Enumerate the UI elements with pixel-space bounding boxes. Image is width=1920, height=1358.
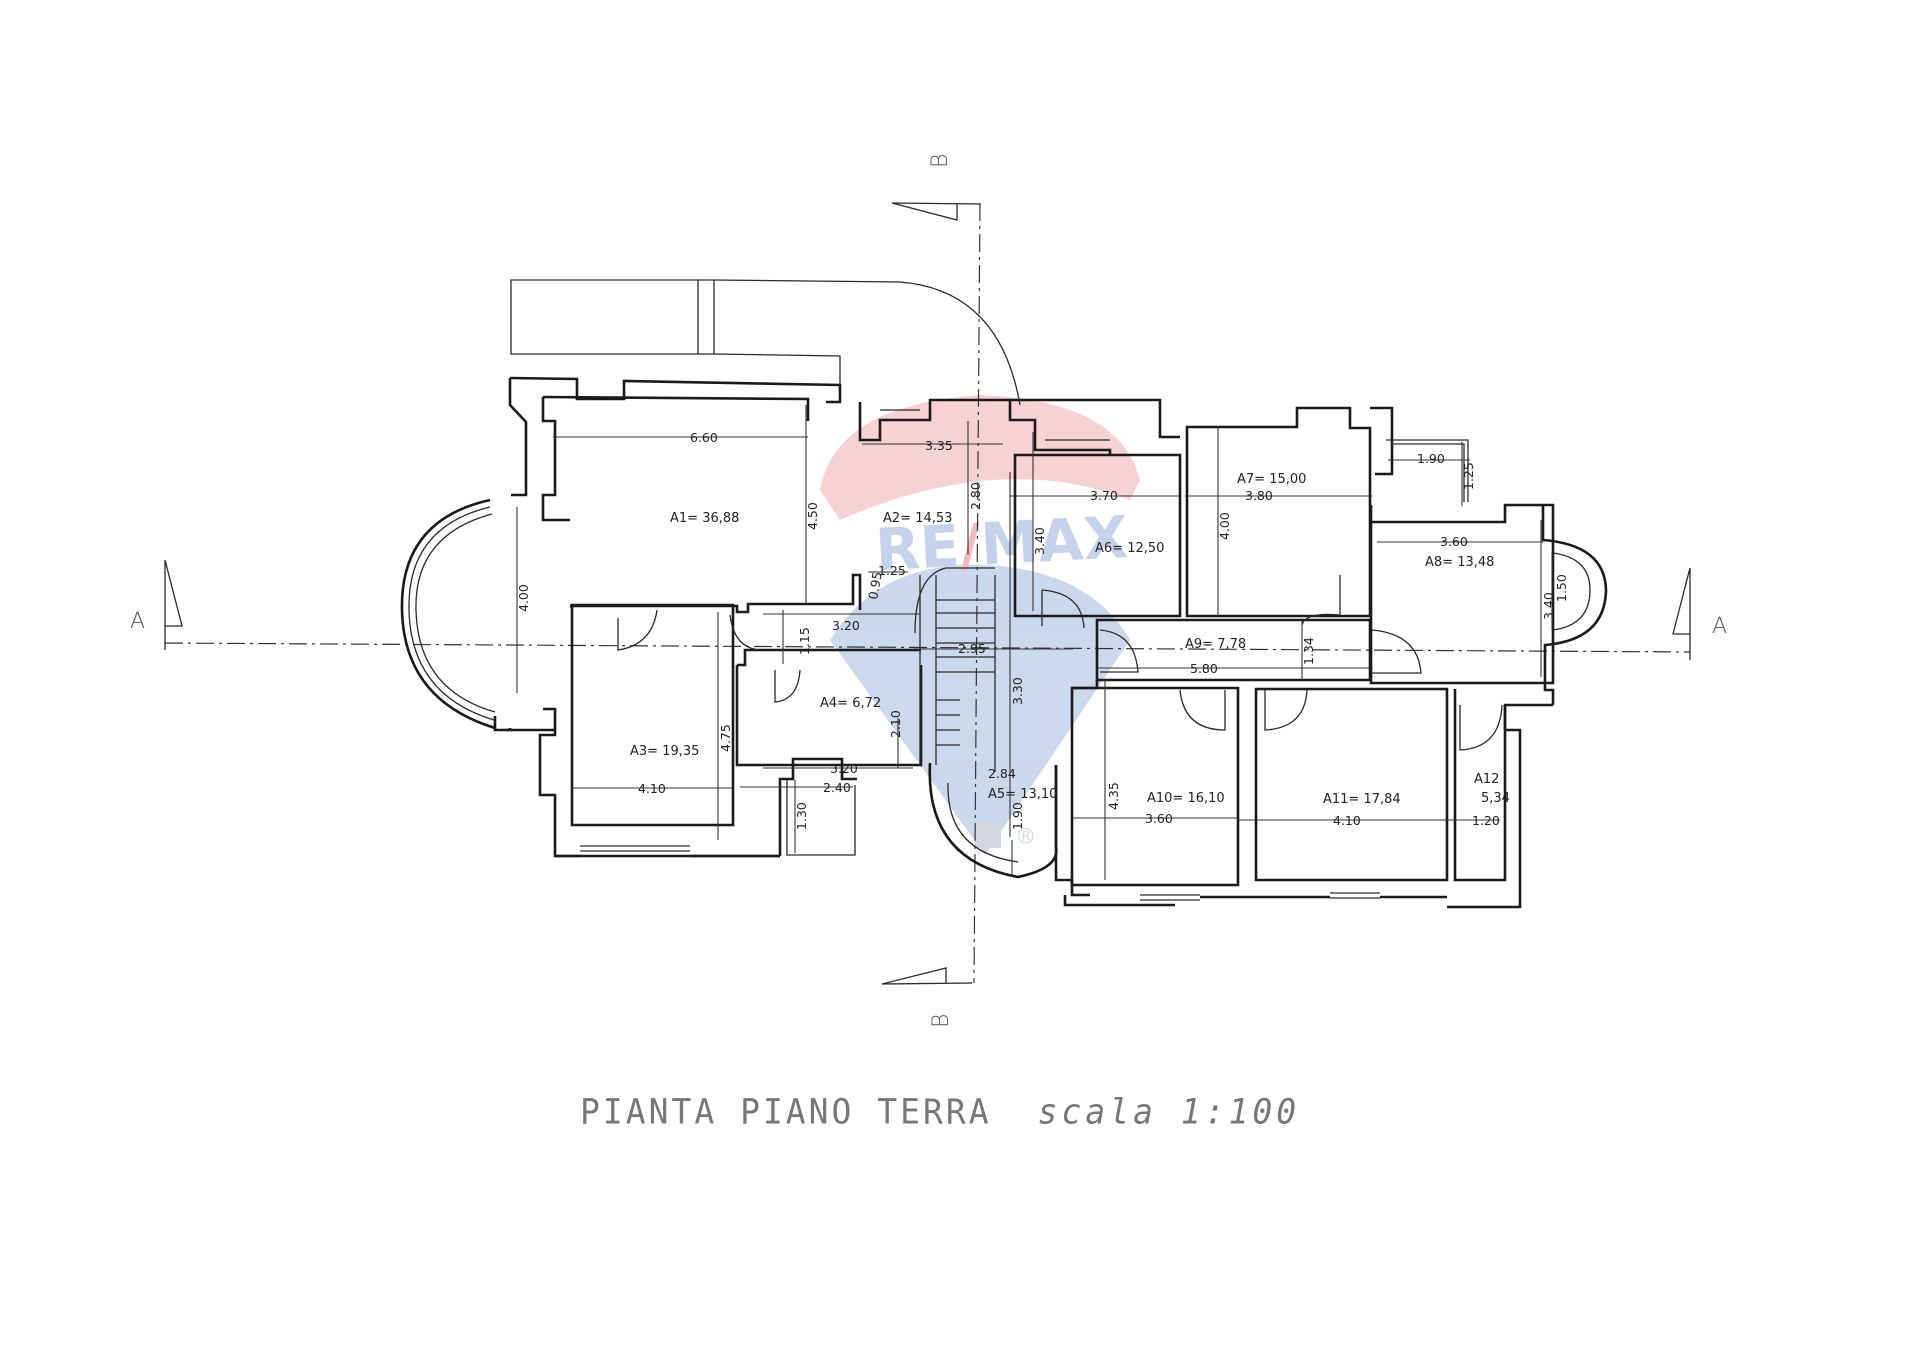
dim-balcony-tr-depth: 1.25 [1461,462,1476,490]
section-a-left-label: A [130,609,145,634]
section-line-a [164,642,1691,653]
dim-a5-depth: 1.90 [1010,802,1025,830]
room-a10-label: A10= 16,10 [1147,791,1225,806]
remax-logo-text: RE/MAX [874,503,1130,584]
dim-a9-width: 5.80 [1190,661,1218,676]
dim-balcony-tr-width: 1.90 [1417,451,1445,466]
dimension-values: 6.60 4.50 4.00 3.35 2.80 1.25 0.95 3.20 … [516,430,1569,830]
dim-corridor-depth: 1.15 [797,627,812,655]
dim-a11-width: 4.10 [1333,813,1361,828]
section-b-bottom-arrow [881,967,973,985]
dim-a7-depth: 4.00 [1217,512,1232,540]
room-a9-label: A9= 7,78 [1185,637,1246,652]
dim-a2-small: 0.95 [865,570,885,600]
dim-a6-depth: 3.40 [1032,527,1047,555]
registered-mark: ® [1018,822,1034,852]
dim-a2-width: 3.35 [925,438,953,453]
room-a1-label: A1= 36,88 [670,511,739,526]
dim-corridor-width: 3.20 [832,618,860,633]
dim-a2-step: 1.25 [878,563,906,578]
room-a11-label: A11= 17,84 [1323,792,1401,807]
room-labels: A1= 36,88 A2= 14,53 A3= 19,35 A4= 6,72 A… [630,472,1510,807]
room-a5-label: A5= 13,10 [988,787,1057,802]
dim-a2-depth: 2.80 [968,482,983,510]
dim-a5-width: 2.84 [988,766,1016,781]
room-a7-label: A7= 15,00 [1237,472,1306,487]
drawing-title-text: PIANTA PIANO TERRA [580,1091,992,1132]
section-b-bottom-label: B [929,1014,954,1028]
dim-hall-depth: 3.30 [1010,677,1025,705]
dim-a6-width: 3.70 [1090,488,1118,503]
dim-a10-width: 3.60 [1145,811,1173,826]
section-line-b [973,202,981,984]
room-a12-label: A12 [1474,772,1499,787]
terrace-outline [510,279,1021,406]
dim-a10-depth: 4.35 [1106,782,1121,810]
drawing-title: PIANTA PIANO TERRA scala 1:100 [580,1091,1328,1132]
exterior-walls [400,376,1608,909]
dim-a1-depth: 4.50 [805,502,820,530]
room-a4-label: A4= 6,72 [820,696,881,711]
section-b-top-label: B [928,154,953,168]
dim-a7-width: 3.80 [1245,488,1273,503]
dim-balcony-bl-depth: 1.30 [794,802,809,830]
dim-a9-depth: 1.34 [1301,637,1316,665]
balloon-blue-bottom [830,564,1130,855]
dim-a8-depth: 3.40 [1541,592,1556,620]
dim-a3-depth: 4.75 [718,724,733,752]
room-a12-area: 5,34 [1481,791,1510,806]
room-a2-label: A2= 14,53 [883,511,952,526]
section-a-right-label: A [1712,614,1727,639]
section-lines [164,202,1691,985]
dim-hall-width: 2.95 [958,641,986,656]
dim-balcony-bl-width: 2.40 [823,780,851,795]
dim-a1-bay: 4.00 [516,584,531,612]
dimension-lines [516,405,1553,880]
door-swings [617,575,1503,751]
balloon-red-top [820,395,1140,520]
dim-a4-depth: 2.10 [888,710,903,738]
section-a-right-arrow [1672,567,1691,660]
balloon-basket [975,822,1001,848]
dim-a4-width: 3.20 [830,761,858,776]
room-a6-label: A6= 12,50 [1095,541,1164,556]
dim-a3-width: 4.10 [638,781,666,796]
dim-a8-bay: 1.50 [1554,574,1569,602]
remax-watermark: RE/MAX ® [820,395,1140,855]
section-a-left-arrow [164,559,183,650]
drawing-scale: scala 1:100 [1037,1091,1301,1132]
dim-a8-width: 3.60 [1440,534,1468,549]
section-b-top-arrow [891,202,981,221]
room-a8-label: A8= 13,48 [1425,555,1494,570]
dim-a1-width: 6.60 [690,430,718,445]
dim-a12-width: 1.20 [1472,813,1500,828]
room-a3-label: A3= 19,35 [630,744,699,759]
